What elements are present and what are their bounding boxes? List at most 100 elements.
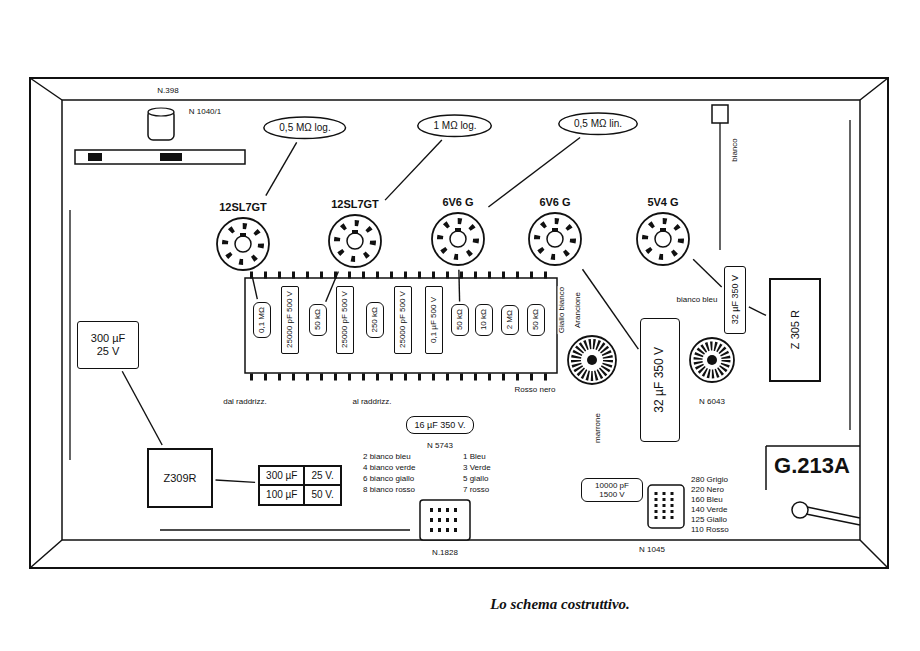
selector-terminals <box>656 492 672 522</box>
socket-key <box>240 233 246 237</box>
socket-pins <box>225 226 261 262</box>
wire-label: N 1040/1 <box>188 108 222 117</box>
socket-key <box>552 228 558 232</box>
component-value: 50 kΩ <box>531 309 540 330</box>
capacitor: 25000 pF 500 V <box>394 286 411 354</box>
wire-label: 3 Verde <box>462 464 492 473</box>
connector-plate <box>420 500 470 540</box>
socket-pins <box>537 221 573 257</box>
resistor: 50 kΩ <box>309 304 326 335</box>
coil-core <box>707 355 717 365</box>
component-value: 0,1 µF 500 V <box>429 291 438 349</box>
socket-centre <box>655 231 671 247</box>
resistor: 50 kΩ <box>451 304 468 335</box>
component-value: 25000 pF 500 V <box>398 291 407 349</box>
filter-capacitor: 16 µF 350 V. <box>406 416 475 434</box>
potentiometer-body <box>418 115 492 137</box>
socket-key <box>660 228 666 232</box>
wire <box>160 529 410 530</box>
wire-connection <box>458 270 460 302</box>
component-value: 0,5 MΩ log. <box>279 122 330 134</box>
component-value: 25000 pF 500 V <box>285 291 294 349</box>
tube-type: 12SL7GT <box>331 198 379 211</box>
resistor: 0,1 MΩ <box>253 302 270 338</box>
resistor: 50 kΩ <box>527 304 544 335</box>
component-value: 0,5 MΩ lin. <box>574 118 622 130</box>
wire-label: marrone <box>594 412 603 444</box>
component-value: 10000 pF 1500 V <box>587 481 637 499</box>
switch-tab <box>160 153 182 161</box>
component-value: 32 µF 350 V <box>730 275 740 324</box>
potentiometer-body <box>559 113 637 135</box>
tube-socket: 12SL7GT <box>215 198 271 272</box>
wire-label: Giallo bianco <box>558 286 567 334</box>
socket-rim <box>329 215 381 267</box>
socket-centre <box>450 231 466 247</box>
wire-label: 2 bianco bleu <box>362 453 412 462</box>
tube-type: 5V4 G <box>647 196 678 209</box>
chassis-edge <box>30 78 888 568</box>
switch-tab <box>88 153 102 161</box>
wire-label: dal raddrizz. <box>222 398 268 407</box>
cable-clamp <box>712 105 728 123</box>
wire-label: 280 Grigio <box>690 476 729 485</box>
resistor: 250 kΩ <box>366 302 383 338</box>
switch-bar <box>75 150 245 164</box>
dual-capacitor: 300 µF25 V.100 µF50 V. <box>258 465 342 506</box>
resistor: 10 kΩ <box>475 304 492 335</box>
potentiometer: 0,5 MΩ log. <box>263 116 346 140</box>
electrolytic-capacitor: 32 µF 350 V <box>640 318 680 442</box>
socket-pins <box>337 223 373 259</box>
wire-connection <box>749 307 766 316</box>
component-value: 50 kΩ <box>313 309 322 330</box>
chassis-frame <box>30 78 888 568</box>
component-value: 1 MΩ log. <box>433 120 476 132</box>
socket-rim <box>432 213 484 265</box>
power-transformer: Z309R <box>147 448 212 509</box>
component-value: 300 µF 25 V <box>86 332 130 357</box>
resistor: 2 MΩ <box>501 305 518 334</box>
socket-rim <box>637 213 689 265</box>
output-transformer: Z 305 R <box>769 278 822 381</box>
socket-centre <box>235 236 251 252</box>
capacitor: 10000 pF 1500 V <box>581 478 643 502</box>
label-frame <box>766 446 860 490</box>
chassis-floor <box>62 100 860 540</box>
wire-label: N 5743 <box>426 442 454 451</box>
coil-outline <box>568 336 616 384</box>
socket-rim <box>217 218 269 270</box>
wire-label: 5 giallo <box>462 475 489 484</box>
component-value: 100 µF <box>259 485 304 505</box>
tube-type: 12SL7GT <box>219 201 267 214</box>
connector-pins <box>430 510 460 530</box>
tube-socket-drawing <box>215 216 271 272</box>
wire-label: 125 Giallo <box>690 516 728 525</box>
wire-label: N.398 <box>156 87 179 96</box>
wire-connection <box>216 480 256 482</box>
socket-key <box>352 230 358 234</box>
socket-rim <box>529 213 581 265</box>
jack-nut <box>148 108 174 116</box>
wire <box>849 120 850 430</box>
component-value: 250 kΩ <box>370 307 379 333</box>
wires <box>70 120 850 530</box>
socket-centre <box>347 233 363 249</box>
tube-type: 6V6 G <box>442 196 473 209</box>
tube-socket-drawing <box>430 211 486 267</box>
capacitor: 25000 pF 500 V <box>336 286 353 354</box>
component-value: 50 kΩ <box>455 309 464 330</box>
coil-winding <box>698 346 726 374</box>
solder-tags <box>250 374 552 381</box>
wire-label: 160 Bleu <box>690 496 724 505</box>
wire-connection <box>266 142 297 195</box>
component-value: Z309R <box>163 472 196 485</box>
component-value: 300 µF <box>259 466 304 486</box>
component-value: 0,1 MΩ <box>257 307 266 333</box>
component-value: 2 MΩ <box>505 310 514 329</box>
component-value: 32 µF 350 V <box>653 347 667 413</box>
wire-label: N.1828 <box>431 549 459 558</box>
tube-socket: 6V6 G <box>527 193 583 267</box>
